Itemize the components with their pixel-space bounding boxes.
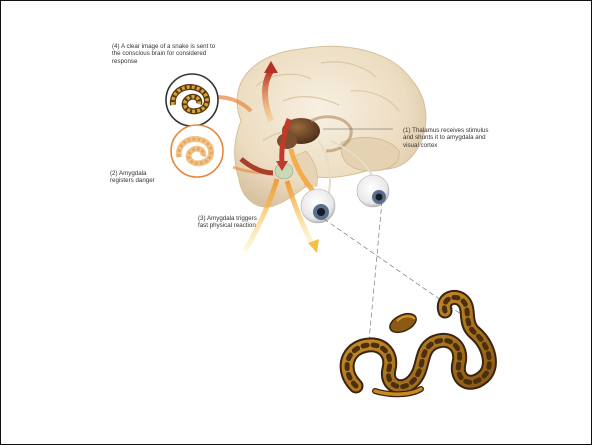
right-eye: [357, 175, 389, 207]
label-step-4: (4) A clear image of a snake is sent to …: [112, 43, 262, 65]
sight-line-right: [369, 201, 382, 341]
conscious-snake-circle: [166, 74, 218, 126]
label-step-3: (3) Amygdala triggers fast physical reac…: [198, 215, 298, 230]
snake-illustration: [347, 297, 489, 394]
left-eye: [301, 189, 335, 223]
label-step-2: (2) Amygdala registers danger: [110, 170, 190, 185]
label-step-1: (1) Thalamus receives stimulus and shunt…: [403, 127, 523, 149]
